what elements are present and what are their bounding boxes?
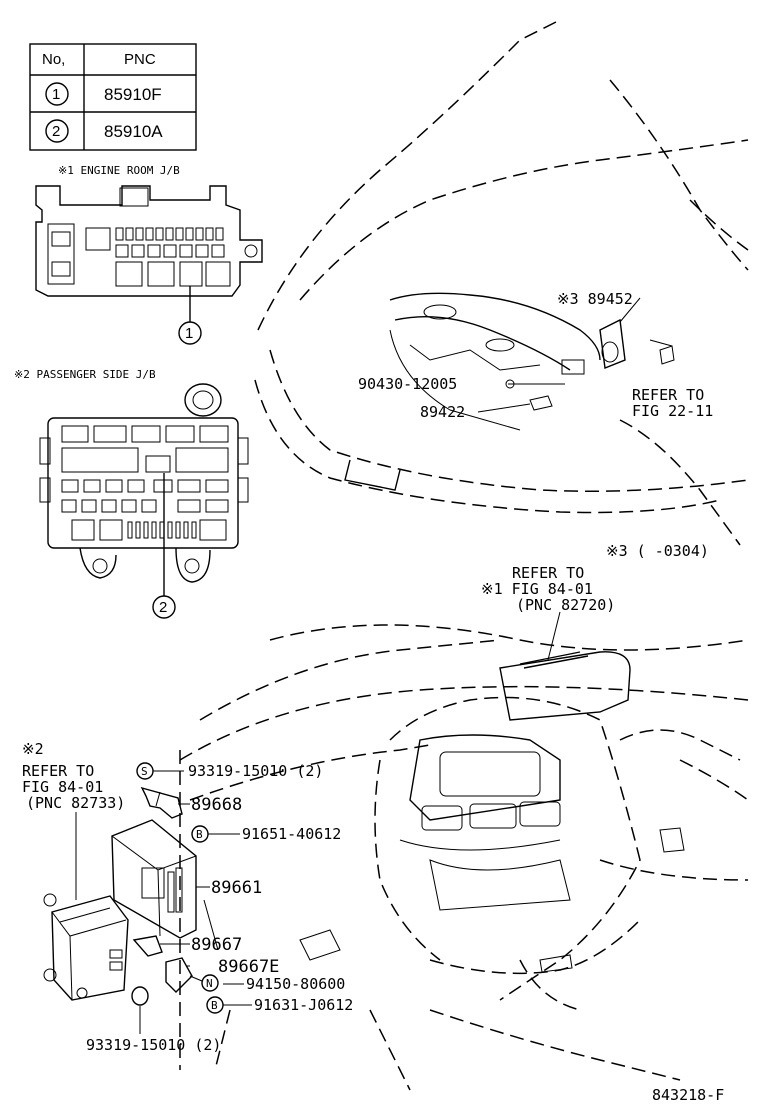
bracket-89668: [140, 786, 183, 819]
passenger-side-jb-label: ※2 PASSENGER SIDE J/B: [14, 368, 156, 381]
bracket-89667e: [165, 957, 193, 993]
part-94150-80600: 94150-80600: [246, 975, 345, 993]
grommet-93319-bottom: [131, 986, 149, 1006]
engine-room-jb-label: ※1 ENGINE ROOM J/B: [58, 164, 180, 177]
callout-n-label: N: [206, 977, 213, 990]
callout-1-label: 1: [185, 325, 193, 342]
passenger-side-junction-block: [39, 383, 249, 596]
part-89667: 89667: [191, 935, 242, 955]
part-90430-12005: 90430-12005: [358, 375, 457, 393]
figure-code: 843218-F: [652, 1086, 724, 1104]
table-row-2-no: 2: [52, 123, 60, 140]
refer-fig-22-11-line1: REFER TO: [632, 386, 704, 404]
refer-pnc-82733-line4: (PNC 82733): [26, 794, 125, 812]
table-header-no: No,: [42, 51, 65, 68]
table-row-2-pnc: 85910A: [104, 122, 163, 141]
pnc-table: No, PNC 1 85910F 2 85910A: [29, 43, 197, 151]
part-89668: 89668: [191, 795, 242, 815]
part-91651-40612: 91651-40612: [242, 825, 341, 843]
callout-1-circle: [178, 321, 202, 345]
table-row-1-no: 1: [52, 86, 60, 103]
refer-fig-22-11-line2: FIG 22-11: [632, 402, 713, 420]
refer-pnc-82720-line3: (PNC 82720): [516, 596, 615, 614]
table-row-1-pnc: 85910F: [104, 85, 162, 104]
bracket-89667: [132, 935, 163, 957]
dashboard-illustration: [179, 611, 749, 1091]
callout-2-circle: [152, 595, 176, 619]
engine-bay-illustration: [254, 19, 749, 546]
callout-s-top-label: S: [141, 765, 148, 778]
part-89452: ※3 89452: [557, 290, 633, 308]
refer-pnc-82720-line1: REFER TO: [512, 564, 584, 582]
part-89422: 89422: [420, 403, 465, 421]
callout-n: [201, 974, 219, 992]
part-89661: 89661: [211, 878, 262, 898]
refer-pnc-82733-line2: REFER TO: [22, 762, 94, 780]
refer-pnc-82720-line2: ※1 FIG 84-01: [481, 580, 593, 598]
note-3-range: ※3 ( -0304): [606, 542, 709, 560]
refer-pnc-82733-line1: ※2: [22, 740, 44, 758]
module-82733: [43, 893, 129, 1001]
callout-b-top-label: B: [196, 828, 203, 841]
callout-2-label: 2: [159, 599, 167, 616]
part-89667e: 89667E: [218, 957, 279, 977]
callout-b-bottom-label: B: [211, 999, 218, 1012]
ecu-89661: [111, 819, 197, 939]
refer-pnc-82733-line3: FIG 84-01: [22, 778, 103, 796]
part-91631-j0612: 91631-J0612: [254, 996, 353, 1014]
part-93319-15010-top: 93319-15010 (2): [188, 762, 323, 780]
table-header-pnc: PNC: [124, 51, 156, 68]
engine-room-junction-block: [35, 185, 263, 322]
part-93319-15010-bottom: 93319-15010 (2): [86, 1036, 221, 1054]
